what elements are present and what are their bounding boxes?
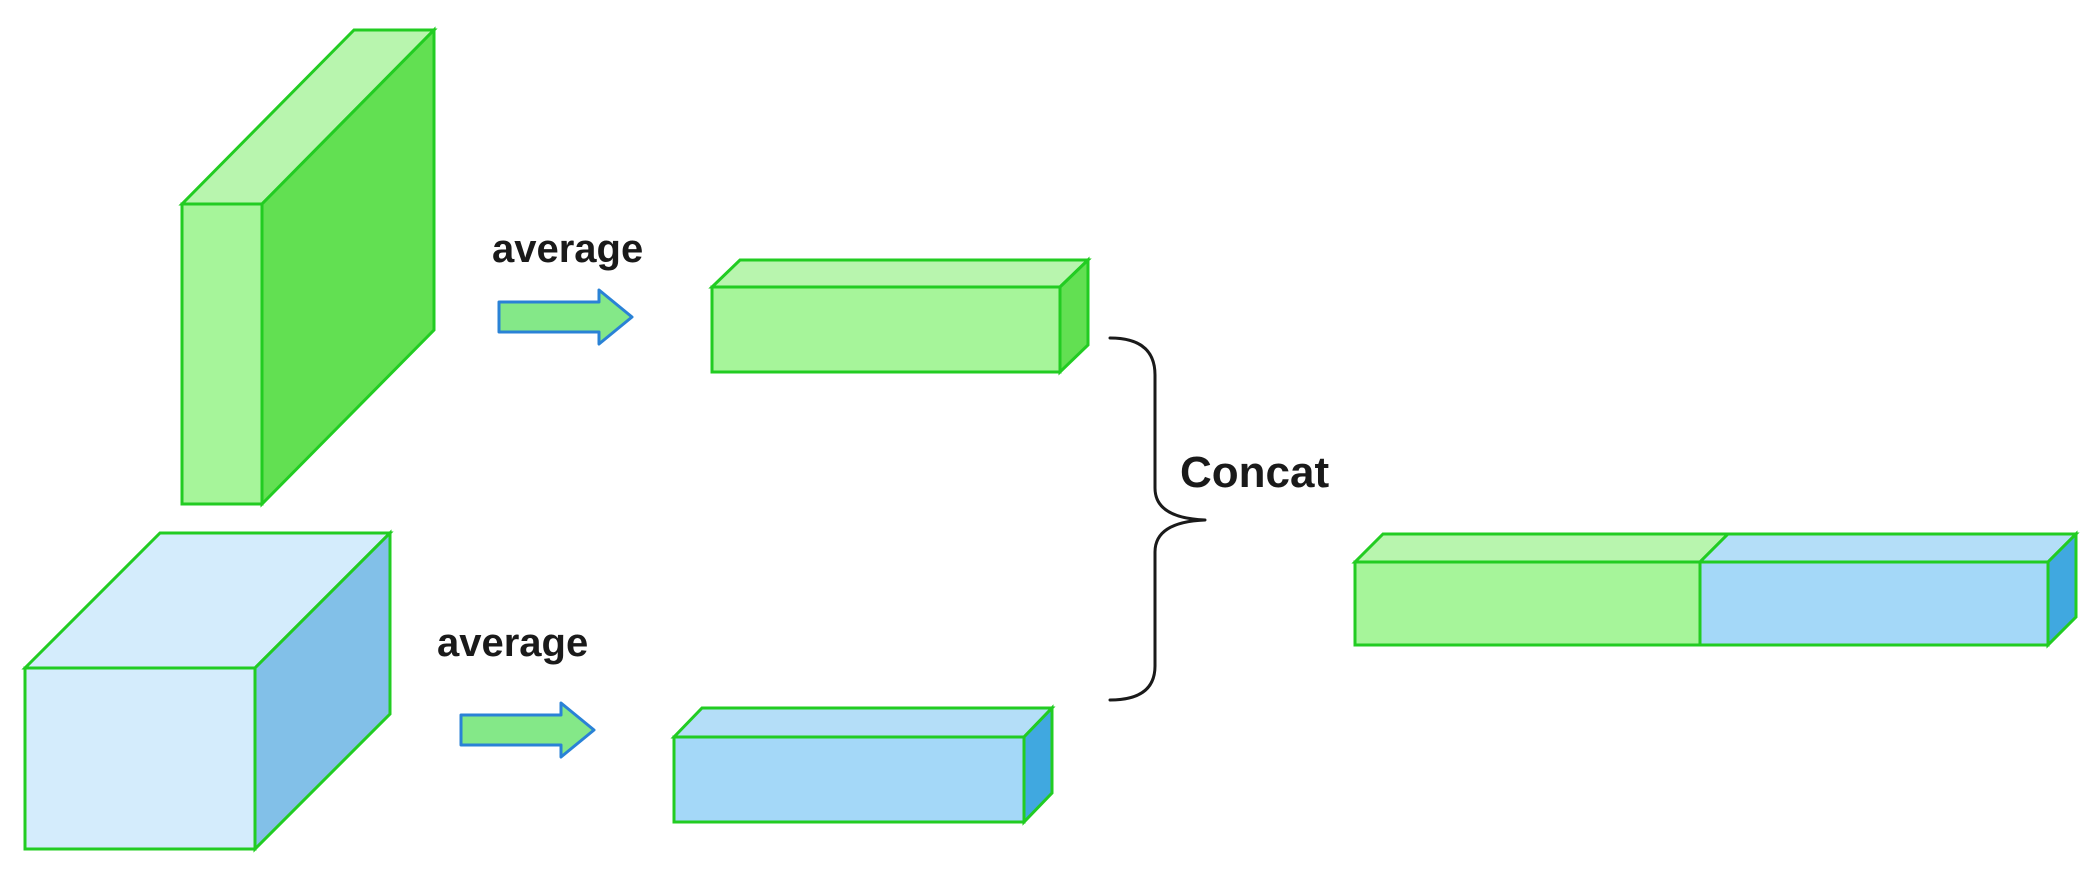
blue-bar-top-face [670, 706, 1056, 739]
green-bar-top-face [708, 258, 1092, 289]
average-label-top: average [492, 227, 643, 271]
green-bar-front-face [710, 285, 1062, 374]
average-arrow-bottom [459, 701, 596, 759]
blue-block-front-face [23, 666, 257, 851]
concat-bar-front-green [1353, 560, 1702, 647]
blue-feature-block [21, 529, 394, 853]
concat-bar-top-green [1351, 532, 1732, 564]
concat-bar-front-blue [1698, 560, 2050, 647]
concat-label: Concat [1180, 448, 1329, 497]
concat-brace [1108, 336, 1207, 702]
green-pooled-bar [708, 256, 1092, 376]
green-block-front-face [180, 202, 264, 506]
average-arrow-top [497, 288, 634, 346]
blue-bar-front-face [672, 735, 1026, 824]
green-feature-block [178, 26, 438, 508]
concatenated-bar [1351, 530, 2080, 649]
concat-bar-top-blue [1696, 532, 2080, 564]
blue-pooled-bar [670, 704, 1056, 826]
average-label-bottom: average [437, 621, 588, 665]
